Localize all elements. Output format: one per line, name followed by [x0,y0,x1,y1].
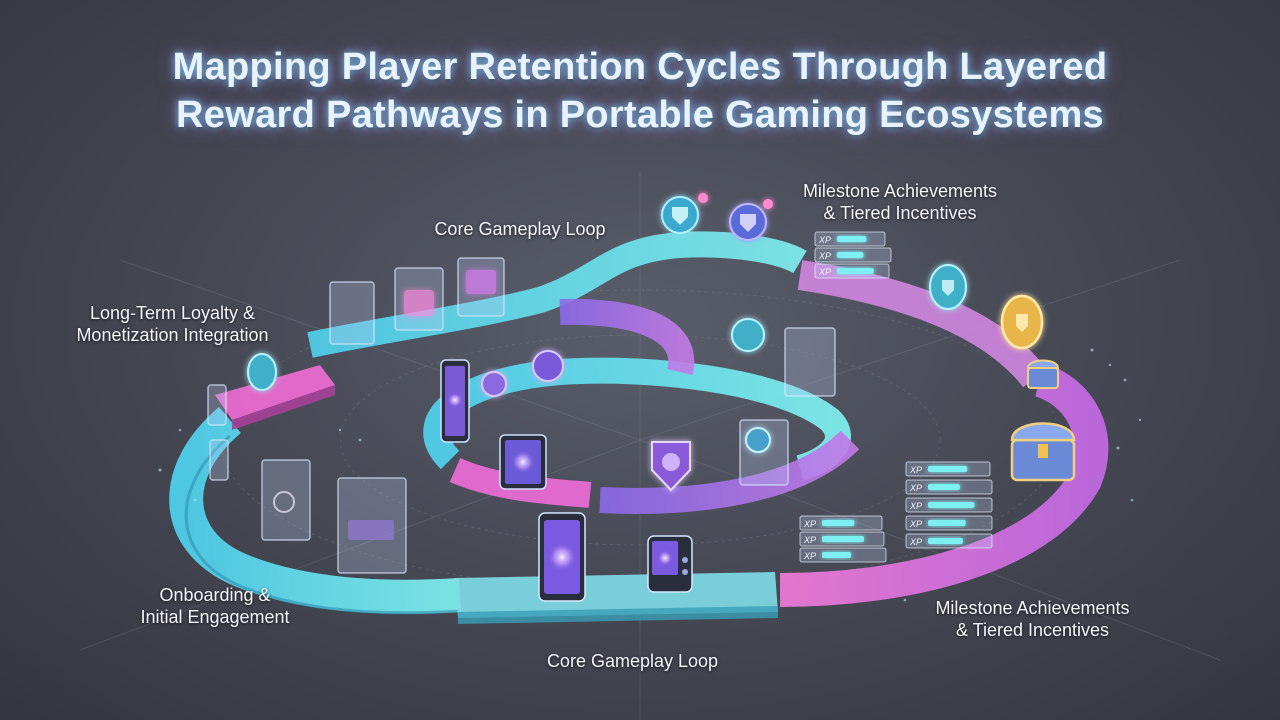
xp-bar: XP [814,231,886,247]
milestone-track-outer [779,363,1109,607]
phone-large-icon [538,512,586,602]
coin-icon [532,350,564,382]
onboarding-track-edge [184,434,461,615]
xp-badge-label: XP [818,267,831,277]
label-milestone-top: Milestone Achievements & Tiered Incentiv… [802,181,998,223]
panel-accents [273,270,496,540]
notification-dot-icon [763,199,773,209]
inner-purple-track [559,298,695,375]
tablet-icon [499,434,547,490]
onboarding-track [169,406,462,614]
treasure-chest-icon [1010,422,1076,482]
coin-icon [745,427,771,453]
treasure-chest-small-icon [1026,359,1060,389]
coin-icon [247,353,277,391]
xp-bar: XP [905,515,993,531]
diagram-title-line1: Mapping Player Retention Cycles Through … [172,46,1108,88]
label-core-loop-top: Core Gameplay Loop [434,219,606,239]
xp-badge-label: XP [909,501,922,511]
shield-emblem-icon [651,441,691,492]
outer-pathway [169,231,1109,624]
xp-bar: XP [905,461,991,477]
sparkle-dots [158,348,1142,602]
coin-icon [929,264,967,310]
xp-bar: XP [814,247,892,263]
xp-bar: XP [905,533,993,549]
core-loop-top-track [307,231,807,358]
xp-badge-label: XP [909,465,922,475]
milestone-track-upper [797,260,1047,388]
xp-bar: XP [799,515,883,531]
xp-badge-label: XP [803,551,816,561]
panel-card [207,384,227,426]
gold-coin-icon [1000,294,1044,350]
panel-card [209,439,229,481]
xp-badge-label: XP [818,251,831,261]
panel-card [261,459,311,541]
xp-bar: XP [905,497,993,513]
core-loop-bottom-track-edge [458,606,778,624]
inner-purple-arc [599,430,860,514]
panel-card [784,327,836,397]
xp-badge-label: XP [909,483,922,493]
handheld-console-icon [647,535,693,593]
reward-badges [247,193,1044,492]
label-onboarding: Onboarding & Initial Engagement [140,585,290,627]
coin-icon [731,318,765,352]
shield-badge-icon [661,196,699,234]
xp-bar: XP [799,547,887,563]
label-core-loop-bottom: Core Gameplay Loop [546,651,719,671]
devices [440,359,693,602]
xp-bar: XP [799,531,885,547]
loyalty-track [215,365,335,420]
label-loyalty: Long-Term Loyalty & Monetization Integra… [76,303,269,345]
notification-dot-icon [698,193,708,203]
coin-icon [481,371,507,397]
label-milestone-bottom: Milestone Achievements & Tiered Incentiv… [935,598,1130,640]
loyalty-track-edge [232,385,335,430]
xp-progress-bars-bottom: XP XP XP XP XP XP XP XP [799,461,993,563]
xp-bar: XP [905,479,993,495]
xp-badge-label: XP [803,535,816,545]
diagram-title-line2: Reward Pathways in Portable Gaming Ecosy… [176,94,1104,136]
core-loop-bottom-track [455,572,778,618]
xp-progress-bars-top: XP XP XP [814,231,892,279]
phone-icon [440,359,470,443]
shield-badge-icon [729,203,767,241]
panel-card [329,281,375,345]
xp-badge-label: XP [909,519,922,529]
xp-badge-label: XP [818,235,831,245]
xp-badge-label: XP [803,519,816,529]
xp-bar: XP [814,263,890,279]
xp-badge-label: XP [909,537,922,547]
